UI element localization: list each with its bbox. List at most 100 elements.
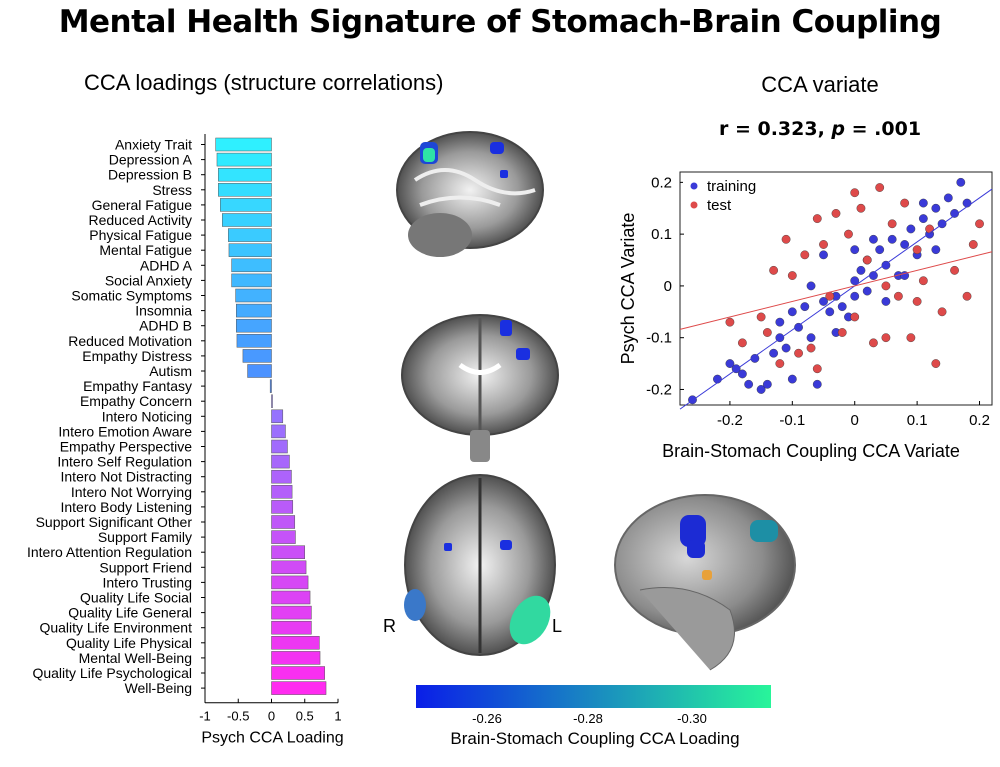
scatter-point-training [806,281,816,291]
bar [271,620,312,635]
bar-category-label: Social Anxiety [105,272,192,288]
bar [271,515,296,529]
bar-category-label: Intero Not Worrying [71,484,192,500]
bar [271,439,288,454]
scatter-point-training [850,276,860,286]
scatter-point-test [881,333,891,343]
scatter-point-test [856,203,866,213]
scatter-point-test [906,333,916,343]
scatter-point-test [850,188,860,198]
bar [271,605,312,620]
scatter-point-training [881,297,891,306]
brain-right-label: R [383,616,396,636]
scatter-point-training [713,374,722,384]
colorbar-tick-label: -0.26 [472,711,502,726]
bar-panel-subtitle: CCA loadings (structure correlations) [84,70,444,95]
bar-x-tick-label: 0 [268,709,275,724]
scatter-point-training [918,214,928,223]
scatter-point-test [831,209,841,218]
stat-r: r = 0.323, [718,118,832,140]
bar-category-label: General Fatigue [92,197,193,213]
scatter-point-training [862,286,872,296]
scatter-point-test [975,219,984,229]
scatter-point-training [744,379,754,389]
scatter-point-test [962,291,972,301]
scatter-point-test [900,198,910,208]
bar [218,183,272,197]
scatter-point-training [787,307,797,317]
scatter-point-training [856,265,866,275]
bar [236,318,272,333]
scatter-point-training [906,224,916,234]
colorbar-gradient [416,685,771,708]
bar [271,409,284,424]
bar-category-label: Autism [149,363,192,379]
bar-category-label: Intero Not Distracting [61,469,193,485]
scatter-point-training [850,245,860,255]
bar [271,681,327,695]
scatter-point-test [794,348,803,358]
scatter-point-test [837,328,847,337]
bar-x-tick-label: -0.5 [227,709,249,724]
bar-x-tick-label: 0.5 [296,709,314,724]
scatter-point-test [931,359,941,368]
bar-category-label: Stress [152,182,192,198]
bar-category-label: Empathy Concern [80,393,192,409]
bar-category-label: Mental Fatigue [99,242,192,258]
scatter-point-test [800,250,810,260]
bar-category-label: Depression A [109,152,193,168]
scatter-point-training [762,379,772,389]
scatter-point-test [737,338,747,348]
scatter-x-tick-label: 0 [851,412,859,429]
bar-category-label: Insomnia [135,303,192,319]
colorbar-tick-label: -0.28 [573,711,603,726]
bar-x-tick-label: 1 [334,709,341,724]
scatter-point-test [887,219,897,229]
scatter-point-training [962,198,972,208]
scatter-point-training [756,385,766,394]
bar [220,198,272,212]
bar-category-label: Quality Life General [68,605,192,621]
fit-line-test [679,251,993,330]
bar-category-label: Mental Well-Being [79,650,192,666]
scatter-point-training [769,348,779,358]
scatter-point-test [756,312,766,322]
scatter-point-test [869,338,878,348]
scatter-point-training [806,333,816,343]
scatter-point-test [819,240,828,249]
scatter-point-test [762,328,772,337]
bar-x-axis-label: Psych CCA Loading [201,730,343,747]
scatter-y-tick-label: 0 [664,278,672,295]
bar [218,167,272,182]
bar-category-label: Intero Noticing [102,408,192,424]
bar [222,213,272,227]
coronal-brain-slice [401,314,559,462]
bar-x-tick-label: -1 [199,709,211,724]
scatter-point-test [950,265,959,275]
scatter-point-training [819,297,828,306]
bar-category-label: Support Friend [99,559,192,575]
scatter-point-test [812,364,822,374]
bar [271,500,294,514]
legend-box [683,176,773,218]
scatter-point-training [775,317,785,327]
scatter-point-training [819,250,828,260]
scatter-point-test [781,234,791,244]
bar [271,590,311,605]
bar [271,636,320,650]
scatter-x-axis-label: Brain-Stomach Coupling CCA Variate [662,441,960,461]
bar-category-label: Intero Self Regulation [57,454,192,470]
bar-category-label: Reduced Motivation [68,333,192,349]
bar [269,379,272,393]
scatter-point-training [950,209,959,218]
scatter-point-test [875,183,885,192]
scatter-y-tick-label: 0.1 [651,226,672,243]
scatter-y-tick-label: -0.1 [646,330,672,347]
scatter-point-test [769,265,779,275]
brain-images [396,131,796,671]
bar-category-label: Quality Life Social [80,590,192,606]
bar [231,258,272,273]
scatter-point-training [875,245,885,255]
